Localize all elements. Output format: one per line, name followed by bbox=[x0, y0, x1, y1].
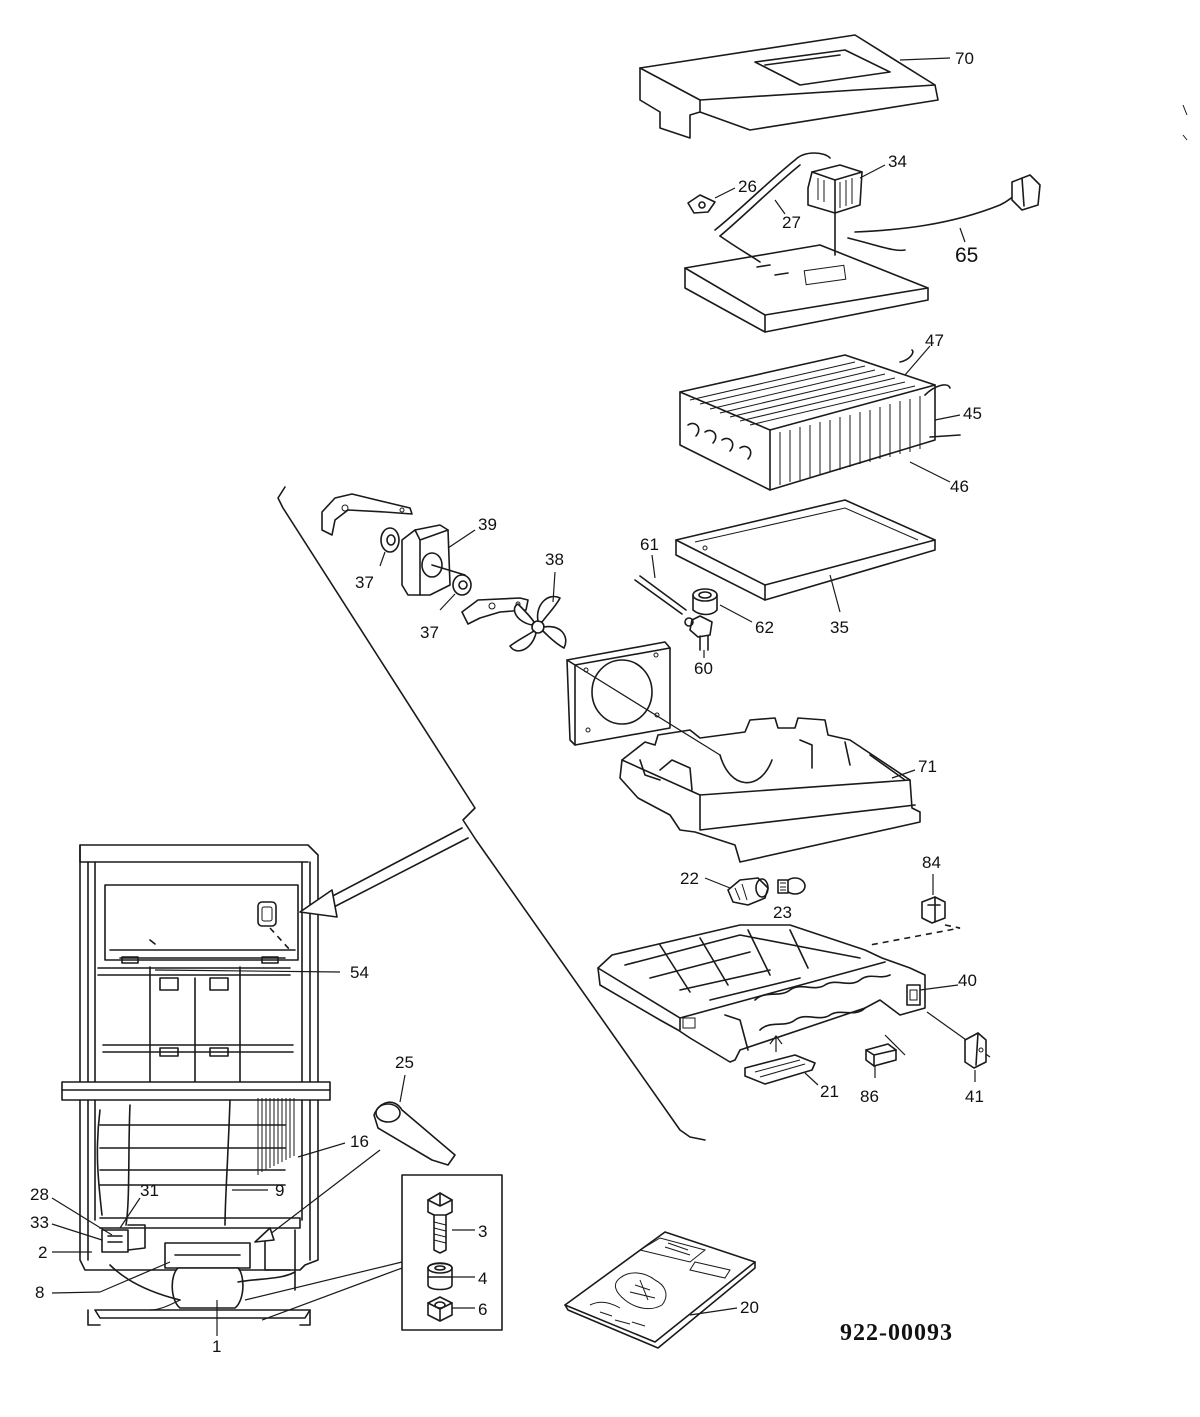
part-27-wire-harness bbox=[714, 152, 831, 263]
callout-27: 27 bbox=[782, 213, 801, 232]
motor-bracket-lower bbox=[461, 597, 529, 625]
callout-23: 23 bbox=[773, 903, 792, 922]
callout-46: 46 bbox=[950, 477, 969, 496]
part-20-use-and-care-manual bbox=[564, 1231, 756, 1349]
callout-61: 61 bbox=[640, 535, 659, 554]
part-38-fan-blade bbox=[509, 595, 567, 652]
callout-84: 84 bbox=[922, 853, 941, 872]
callout-47: 47 bbox=[925, 331, 944, 350]
callout-35: 35 bbox=[830, 618, 849, 637]
callout-65: 65 bbox=[955, 244, 978, 267]
part-37-grommet-upper bbox=[380, 527, 400, 553]
part-23-lamp-bulb bbox=[777, 877, 806, 895]
part-37-grommet-lower bbox=[452, 574, 472, 596]
part-6-nut bbox=[427, 1296, 453, 1322]
callout-33: 33 bbox=[30, 1213, 49, 1232]
callout-28: 28 bbox=[30, 1185, 49, 1204]
callout-60: 60 bbox=[694, 659, 713, 678]
callout-26: 26 bbox=[738, 177, 757, 196]
motor-bracket-upper bbox=[321, 493, 413, 536]
part-65-power-cord bbox=[847, 174, 1041, 252]
part-22-lamp-socket bbox=[727, 877, 769, 906]
callout-1: 1 bbox=[212, 1337, 221, 1356]
callout-6: 6 bbox=[478, 1300, 487, 1319]
callout-3: 3 bbox=[478, 1222, 487, 1241]
fan-shroud bbox=[566, 641, 671, 746]
callout-25: 25 bbox=[395, 1053, 414, 1072]
callout-70: 70 bbox=[955, 49, 974, 68]
callout-41: 41 bbox=[965, 1087, 984, 1106]
callout-21: 21 bbox=[820, 1082, 839, 1101]
callout-37-lower: 37 bbox=[420, 623, 439, 642]
callout-31: 31 bbox=[140, 1181, 159, 1200]
callout-20: 20 bbox=[740, 1298, 759, 1317]
part-62-drain-fitting bbox=[692, 588, 718, 616]
part-71-evaporator-housing bbox=[619, 717, 921, 863]
part-60-drain-tube bbox=[684, 615, 713, 651]
callout-8: 8 bbox=[35, 1283, 44, 1302]
part-40-control-housing bbox=[597, 924, 926, 1063]
callout-4: 4 bbox=[478, 1269, 487, 1288]
callout-54: 54 bbox=[350, 963, 369, 982]
part-25-drain-funnel bbox=[373, 1101, 456, 1166]
document-number: 922-00093 bbox=[840, 1320, 953, 1346]
part-34-relay bbox=[807, 164, 863, 256]
callout-9: 9 bbox=[275, 1181, 284, 1200]
part-21-terminal-strip bbox=[744, 1054, 816, 1085]
callout-40: 40 bbox=[958, 971, 977, 990]
part-26-thermostat bbox=[687, 194, 716, 214]
cabinet bbox=[61, 844, 331, 1326]
control-plate bbox=[684, 244, 929, 333]
part-86-lens bbox=[865, 1043, 897, 1067]
callout-71: 71 bbox=[918, 757, 937, 776]
part-45-evaporator bbox=[679, 349, 961, 491]
part-70-top-cover bbox=[639, 34, 939, 139]
callout-22: 22 bbox=[680, 869, 699, 888]
callout-2: 2 bbox=[38, 1243, 47, 1262]
part-4-grommet bbox=[427, 1262, 453, 1291]
callout-16: 16 bbox=[350, 1132, 369, 1151]
callout-62: 62 bbox=[755, 618, 774, 637]
part-35-drain-pan bbox=[675, 499, 936, 601]
callout-38: 38 bbox=[545, 550, 564, 569]
callout-37-upper: 37 bbox=[355, 573, 374, 592]
part-3-bolt bbox=[427, 1192, 453, 1254]
hardware-detail-box bbox=[244, 1174, 503, 1331]
part-61-drain-heater bbox=[634, 575, 687, 615]
callout-34: 34 bbox=[888, 152, 907, 171]
divider-line bbox=[277, 486, 706, 1141]
callout-39: 39 bbox=[478, 515, 497, 534]
part-39-fan-motor bbox=[401, 524, 466, 596]
callout-45: 45 bbox=[963, 404, 982, 423]
arrow-to-cabinet bbox=[299, 827, 469, 918]
part-41-knob bbox=[964, 1032, 987, 1069]
part-84-light-switch bbox=[921, 896, 946, 924]
callout-86: 86 bbox=[860, 1087, 879, 1106]
